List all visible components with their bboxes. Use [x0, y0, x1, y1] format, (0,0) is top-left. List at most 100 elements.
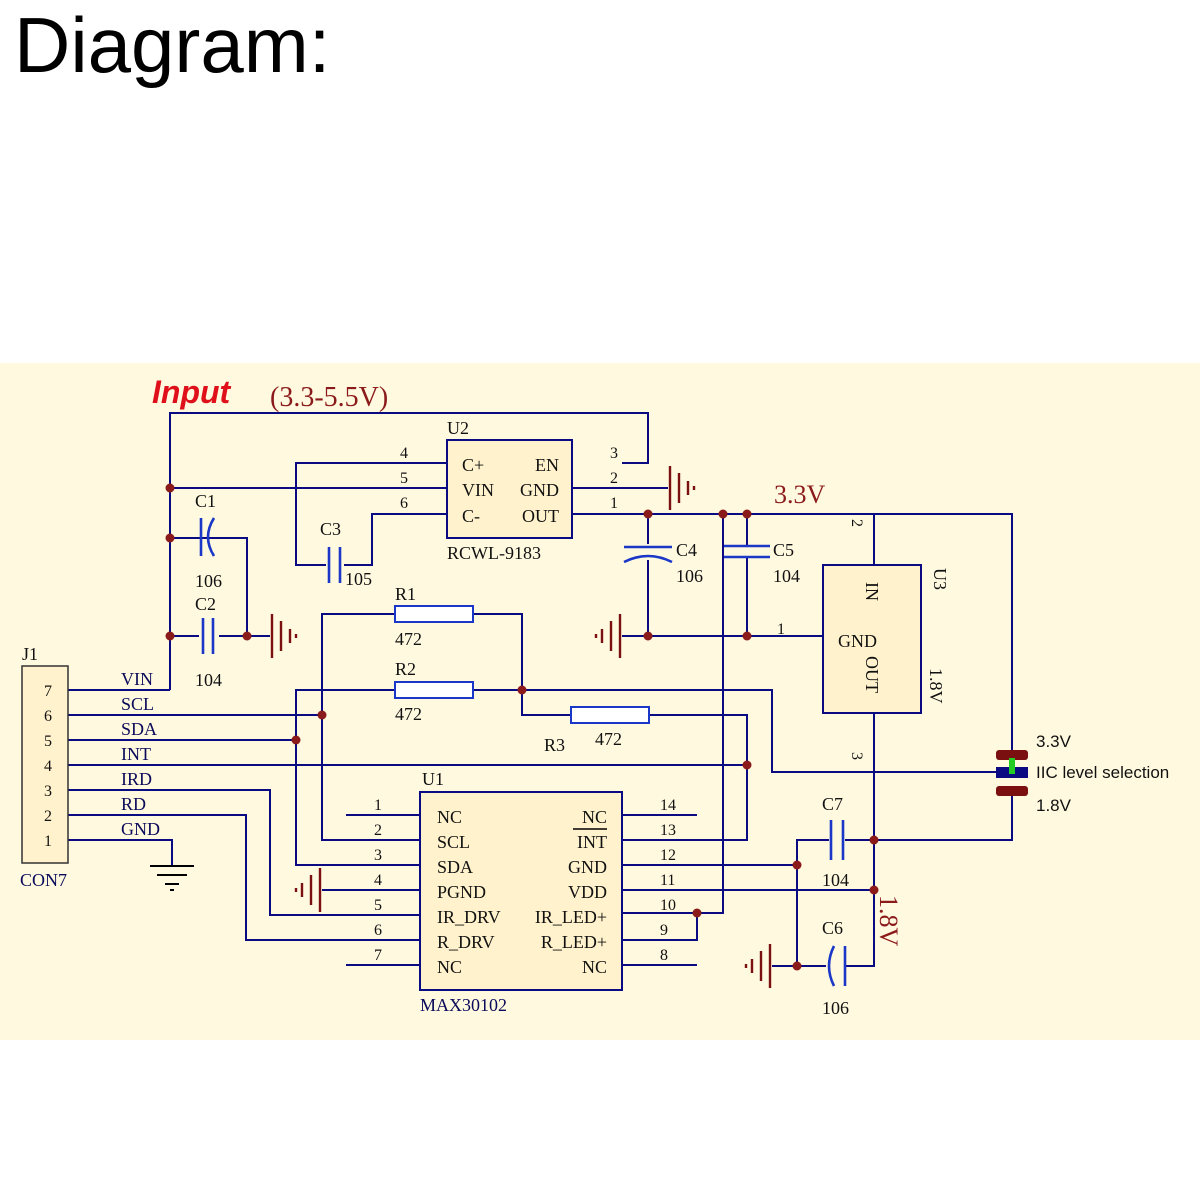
- u1-pin-name: NC: [582, 957, 607, 977]
- resistor-r2: R2 472: [394, 659, 474, 724]
- u2-pin-num: 5: [400, 470, 408, 487]
- u1-pin-num: 14: [660, 797, 676, 814]
- u2-pin-name: EN: [535, 455, 559, 475]
- u1-pin-name: PGND: [437, 882, 486, 902]
- u2-pin-name: GND: [520, 480, 559, 500]
- r3-ref: R3: [544, 735, 565, 755]
- u1-pin-num: 10: [660, 897, 676, 914]
- j1-connector: J1 CON7 7 6 5 4 3 2 1 VIN SCL SDA INT IR…: [20, 644, 160, 890]
- u1-pin-num: 5: [374, 897, 382, 914]
- c7-ref: C7: [822, 794, 843, 814]
- u1-pin-num: 12: [660, 847, 676, 864]
- j1-pin-name: SCL: [121, 694, 154, 714]
- r1-ref: R1: [395, 584, 416, 604]
- capacitor-c3: C3 105: [320, 519, 372, 589]
- u1-pin-num: 8: [660, 947, 668, 964]
- u3-gnd-label: GND: [838, 631, 877, 651]
- u1-ref: U1: [422, 769, 444, 789]
- j1-pin-num: 3: [44, 783, 52, 800]
- u1-pin-num: 6: [374, 922, 382, 939]
- u2-pin-num: 6: [400, 495, 408, 512]
- u2-pin-num: 3: [610, 445, 618, 462]
- u3-in-label: IN: [862, 582, 882, 601]
- j1-pin-num: 7: [44, 683, 52, 700]
- j1-pin-num: 4: [44, 758, 52, 775]
- ground-symbols: [150, 466, 772, 988]
- capacitor-c1: C1 106: [195, 491, 222, 591]
- u1-pin-name: NC: [437, 807, 462, 827]
- u1-sensor: U1 MAX30102 1 2 3 4 5 6 7 NC SCL SDA PGN…: [374, 769, 676, 1015]
- u3-ref: U3: [930, 568, 950, 590]
- rail-1v8-label: 1.8V: [874, 895, 903, 947]
- u2-pin-num: 1: [610, 495, 618, 512]
- j1-pin-num: 2: [44, 808, 52, 825]
- u1-pin-name: NC: [437, 957, 462, 977]
- u1-pin-num: 13: [660, 822, 676, 839]
- capacitor-c5: C5 104: [724, 540, 800, 586]
- page-heading: Diagram:: [14, 1, 331, 89]
- c1-value: 106: [195, 571, 222, 591]
- j1-pin-name: GND: [121, 819, 160, 839]
- u2-chip: U2 RCWL-9183 4 5 6 C+ VIN C- EN GND OUT …: [400, 418, 618, 563]
- input-range: (3.3-5.5V): [270, 382, 388, 413]
- rail-3v3-label: 3.3V: [774, 480, 826, 509]
- u1-pin-num: 11: [660, 872, 675, 889]
- c2-ref: C2: [195, 594, 216, 614]
- capacitor-c2: C2 104: [195, 594, 222, 690]
- u1-pin-name: GND: [568, 857, 607, 877]
- resistor-r1: R1 472: [394, 584, 474, 649]
- u1-pin-name: R_LED+: [541, 932, 607, 952]
- u1-pin-name: IR_DRV: [437, 907, 501, 927]
- u1-pin-num: 9: [660, 922, 668, 939]
- u1-pin-name: IR_LED+: [535, 907, 607, 927]
- u1-part: MAX30102: [420, 995, 507, 1015]
- u3-voltage: 1.8V: [926, 668, 946, 704]
- u2-pin-name: C-: [462, 506, 480, 526]
- u2-ref: U2: [447, 418, 469, 438]
- junction-dots: [165, 483, 879, 971]
- c7-value: 104: [822, 870, 849, 890]
- r2-ref: R2: [395, 659, 416, 679]
- u1-pin-num: 3: [374, 847, 382, 864]
- j1-pin-name: SDA: [121, 719, 157, 739]
- u1-pin-num: 7: [374, 947, 382, 964]
- j1-pin-name: INT: [121, 744, 151, 764]
- j1-pin-name: VIN: [121, 669, 153, 689]
- u1-pin-num: 4: [374, 872, 382, 889]
- j1-pin-num: 5: [44, 733, 52, 750]
- u3-pin-gnd: 1: [777, 621, 785, 638]
- u1-pin-num: 1: [374, 797, 382, 814]
- iic-level-selector[interactable]: 3.3V IIC level selection 1.8V: [996, 732, 1169, 815]
- j1-pin-num: 1: [44, 833, 52, 850]
- c3-value: 105: [345, 569, 372, 589]
- u2-pin-name: OUT: [522, 506, 559, 526]
- capacitor-c6: C6 106: [822, 918, 849, 1018]
- u1-pin-num: 2: [374, 822, 382, 839]
- u2-pin-name: VIN: [462, 480, 494, 500]
- u2-pin-name: C+: [462, 455, 484, 475]
- u3-pin-out: 3: [848, 752, 865, 760]
- r2-value: 472: [395, 704, 422, 724]
- iic-3v3-label: 3.3V: [1036, 732, 1072, 751]
- u3-regulator: U3 IN GND OUT 1.8V 2 1 3: [777, 519, 950, 760]
- j1-pin-num: 6: [44, 708, 52, 725]
- u3-pin-in: 2: [848, 519, 865, 527]
- c1-ref: C1: [195, 491, 216, 511]
- j1-part: CON7: [20, 870, 67, 890]
- c4-ref: C4: [676, 540, 697, 560]
- iic-selection-label: IIC level selection: [1036, 763, 1169, 782]
- u2-pin-num: 4: [400, 445, 408, 462]
- c4-value: 106: [676, 566, 703, 586]
- input-label: Input: [152, 374, 232, 410]
- u2-part: RCWL-9183: [447, 543, 541, 563]
- wires: [68, 412, 1013, 967]
- capacitor-c4: C4 106: [623, 540, 703, 586]
- j1-ref: J1: [22, 644, 38, 664]
- u1-pin-name: SDA: [437, 857, 473, 877]
- u1-pin-name: VDD: [568, 882, 607, 902]
- resistor-r3: R3 472: [544, 706, 650, 755]
- u1-pin-name: INT: [577, 832, 607, 852]
- c6-value: 106: [822, 998, 849, 1018]
- c6-ref: C6: [822, 918, 843, 938]
